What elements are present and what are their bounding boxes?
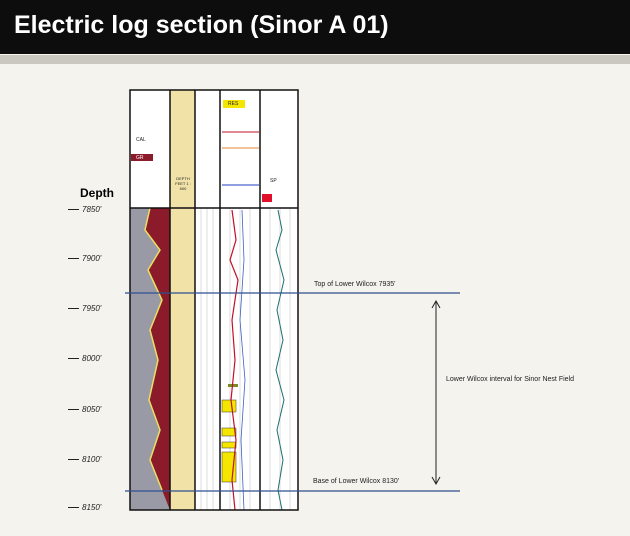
page-title: Electric log section (Sinor A 01) bbox=[14, 11, 389, 39]
res-curve-deep bbox=[239, 209, 246, 511]
log-header bbox=[129, 89, 299, 209]
depth-track bbox=[170, 90, 195, 510]
res-legend-swatch bbox=[223, 100, 245, 108]
divider bbox=[0, 55, 630, 64]
sp-header: SP bbox=[270, 178, 277, 184]
gr-legend-swatch bbox=[131, 154, 153, 161]
base-marker-label: Base of Lower Wilcox 8130' bbox=[313, 478, 400, 485]
depth-tick: 8050' bbox=[68, 405, 101, 414]
res-curve bbox=[229, 209, 239, 511]
gr-curve bbox=[144, 207, 163, 491]
grid-track bbox=[195, 208, 220, 510]
sand-bed bbox=[221, 427, 237, 437]
depth-tick: 7900' bbox=[68, 254, 101, 263]
top-marker-label: Top of Lower Wilcox 7935' bbox=[314, 281, 396, 288]
interval-label: Lower Wilcox interval for Sinor Nest Fie… bbox=[446, 376, 574, 383]
shale-fill bbox=[145, 208, 170, 510]
title-bar: Electric log section (Sinor A 01) bbox=[0, 0, 630, 54]
depth-tick: 8000' bbox=[68, 354, 101, 363]
sand-bed bbox=[221, 399, 237, 413]
res-header: RES bbox=[228, 101, 239, 107]
grid-lines bbox=[200, 208, 291, 510]
sand-bed bbox=[221, 441, 237, 449]
depth-tick: 8150' bbox=[68, 503, 101, 512]
cal-header: CAL bbox=[136, 137, 146, 143]
depth-header: DEPTH FEET 1 : 600 bbox=[175, 176, 191, 191]
depth-tick: 7850' bbox=[68, 205, 101, 214]
sp-legend-swatch bbox=[262, 194, 272, 202]
sp-curve bbox=[275, 209, 285, 511]
arrow-heads-icon bbox=[431, 299, 441, 486]
gr-header: GR bbox=[136, 155, 144, 161]
depth-axis-label: Depth bbox=[80, 186, 114, 200]
depth-tick: 7950' bbox=[68, 304, 101, 313]
log-frame bbox=[129, 89, 299, 511]
depth-tick: 8100' bbox=[68, 455, 101, 464]
